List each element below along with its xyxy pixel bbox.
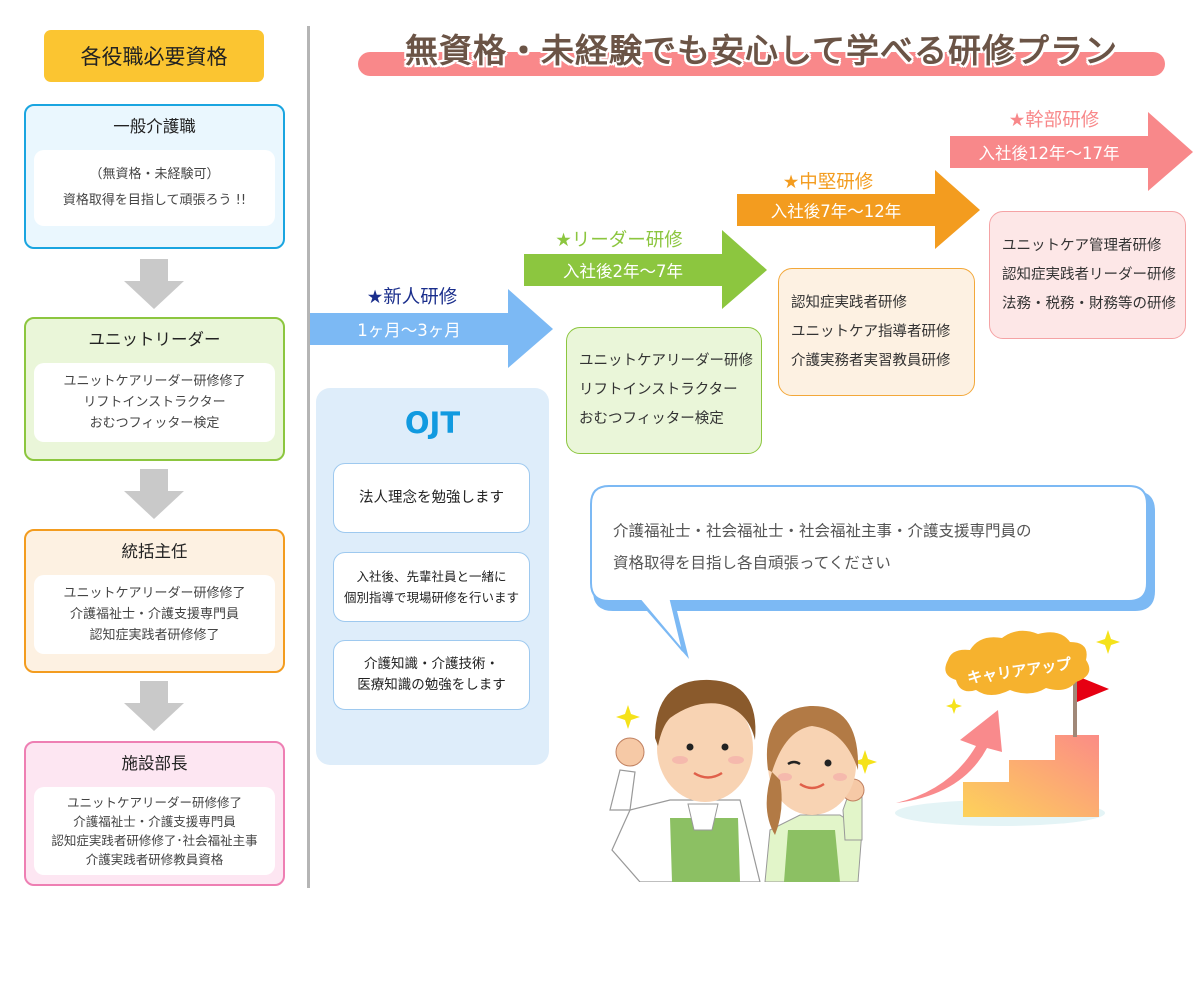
down-arrow-icon [124, 469, 184, 519]
ojt-item: 法人理念を勉強します [333, 463, 530, 533]
stage-arrow-newhire [310, 289, 553, 368]
requirement-line: 認知症実践者研修修了･社会福祉主事 [51, 833, 258, 848]
role-title: 統括主任 [121, 542, 188, 561]
stage-label-midlevel: ★中堅研修 [782, 172, 874, 193]
role-requirements: （無資格・未経験可） 資格取得を目指して頑張ろう !! [34, 150, 275, 226]
leader-courses: ユニットケアリーダー研修 リフトインストラクター おむつフィッター検定 [566, 327, 762, 454]
requirement-line: おむつフィッター検定 [89, 416, 220, 431]
requirement-line: ユニットケアリーダー研修修了 [63, 374, 246, 389]
stage-period-newhire: 1ヶ月〜3ヶ月 [357, 321, 461, 340]
role-general-care: 一般介護職 （無資格・未経験可） 資格取得を目指して頑張ろう !! [24, 104, 285, 249]
ojt-item: 介護知識・介護技術・ 医療知識の勉強をします [333, 640, 530, 710]
ojt-item-text: 介護知識・介護技術・ 医療知識の勉強をします [357, 656, 506, 693]
sparkle-icon [946, 698, 962, 714]
midlevel-courses: 認知症実践者研修 ユニットケア指導者研修 介護実務者実習教員研修 [778, 268, 975, 396]
stage-arrow-leader [524, 230, 767, 309]
stage-period-leader: 入社後2年〜7年 [563, 262, 683, 281]
stage-period-executive: 入社後12年〜17年 [978, 144, 1120, 163]
requirement-line: ユニットケアリーダー研修修了 [66, 795, 242, 810]
role-unit-leader: ユニットリーダー ユニットケアリーダー研修修了 リフトインストラクター おむつフ… [24, 317, 285, 461]
sparkle-icon [853, 750, 877, 774]
speech-bubble [590, 485, 1155, 659]
ojt-item-text: 入社後、先輩社員と一緒に 個別指導で現場研修を行います [343, 569, 519, 605]
flag-icon [1077, 676, 1109, 702]
sparkle-icon [1096, 630, 1120, 654]
course-item: 認知症実践者リーダー研修 [1002, 266, 1176, 283]
role-requirements: ユニットケアリーダー研修修了 介護福祉士・介護支援専門員 認知症実践者研修修了･… [34, 787, 275, 875]
requirement-line: ユニットケアリーダー研修修了 [63, 586, 246, 601]
stage-label-newhire: ★新人研修 [366, 287, 458, 308]
required-qualifications-title: 各役職必要資格 [44, 30, 264, 82]
course-item: リフトインストラクター [579, 382, 738, 398]
stage-period-midlevel: 入社後7年〜12年 [770, 202, 902, 221]
stage-label-leader: ★リーダー研修 [555, 230, 683, 251]
role-requirements: ユニットケアリーダー研修修了 リフトインストラクター おむつフィッター検定 [34, 363, 275, 442]
stage-label-executive: ★幹部研修 [1008, 110, 1100, 131]
role-title: ユニットリーダー [88, 330, 221, 349]
stage-arrow-executive [950, 112, 1193, 191]
requirement-line: 資格取得を目指して頑張ろう !! [62, 193, 247, 208]
role-general-manager: 統括主任 ユニットケアリーダー研修修了 介護福祉士・介護支援専門員 認知症実践者… [24, 529, 285, 673]
requirement-line: （無資格・未経験可） [89, 167, 220, 182]
ojt-item-text: 法人理念を勉強します [359, 489, 504, 506]
requirement-line: 認知症実践者研修修了 [89, 628, 220, 643]
career-up-illustration: キャリアアップ [895, 630, 1120, 826]
course-item: ユニットケア管理者研修 [1002, 237, 1162, 254]
requirement-line: リフトインストラクター [83, 395, 226, 410]
course-item: 介護実務者実習教員研修 [791, 352, 951, 369]
role-facility-director: 施設部長 ユニットケアリーダー研修修了 介護福祉士・介護支援専門員 認知症実践者… [24, 741, 285, 886]
course-item: おむつフィッター検定 [579, 411, 724, 427]
up-arrow-icon [896, 710, 1002, 803]
speech-line: 資格取得を目指し各自頑張ってください [613, 554, 891, 572]
role-title: 施設部長 [121, 754, 188, 773]
speech-bubble-text: 介護福祉士・社会福祉士・社会福祉主事・介護支援専門員の 資格取得を目指し各自頑張… [613, 515, 1143, 579]
ojt-item: 入社後、先輩社員と一緒に 個別指導で現場研修を行います [333, 552, 530, 622]
headline-bar [358, 52, 1165, 76]
course-item: 認知症実践者研修 [791, 294, 907, 311]
course-item: ユニットケア指導者研修 [791, 323, 951, 340]
requirement-line: 介護福祉士・介護支援専門員 [69, 607, 239, 622]
stairs-icon [963, 735, 1099, 817]
course-item: ユニットケアリーダー研修 [579, 353, 753, 369]
requirement-line: 介護福祉士・介護支援専門員 [73, 814, 236, 829]
staff-illustration [609, 679, 877, 882]
requirement-line: 介護実践者研修教員資格 [85, 852, 224, 867]
course-item: 法務・税務・財務等の研修 [1002, 295, 1176, 312]
speech-line: 介護福祉士・社会福祉士・社会福祉主事・介護支援専門員の [613, 522, 1032, 540]
down-arrow-icon [124, 681, 184, 731]
column-divider [307, 26, 310, 888]
role-title: 一般介護職 [113, 117, 196, 136]
executive-courses: ユニットケア管理者研修 認知症実践者リーダー研修 法務・税務・財務等の研修 [989, 211, 1186, 339]
sparkle-icon [616, 705, 640, 729]
down-arrow-icon [124, 259, 184, 309]
role-requirements: ユニットケアリーダー研修修了 介護福祉士・介護支援専門員 認知症実践者研修修了 [34, 575, 275, 654]
cloud-shape [945, 630, 1090, 695]
headline: 無資格・未経験でも安心して学べる研修プラン [404, 31, 1118, 70]
stage-arrow-midlevel [737, 170, 980, 249]
ojt-title: OJT [404, 406, 461, 440]
flag-pole [1073, 675, 1077, 737]
